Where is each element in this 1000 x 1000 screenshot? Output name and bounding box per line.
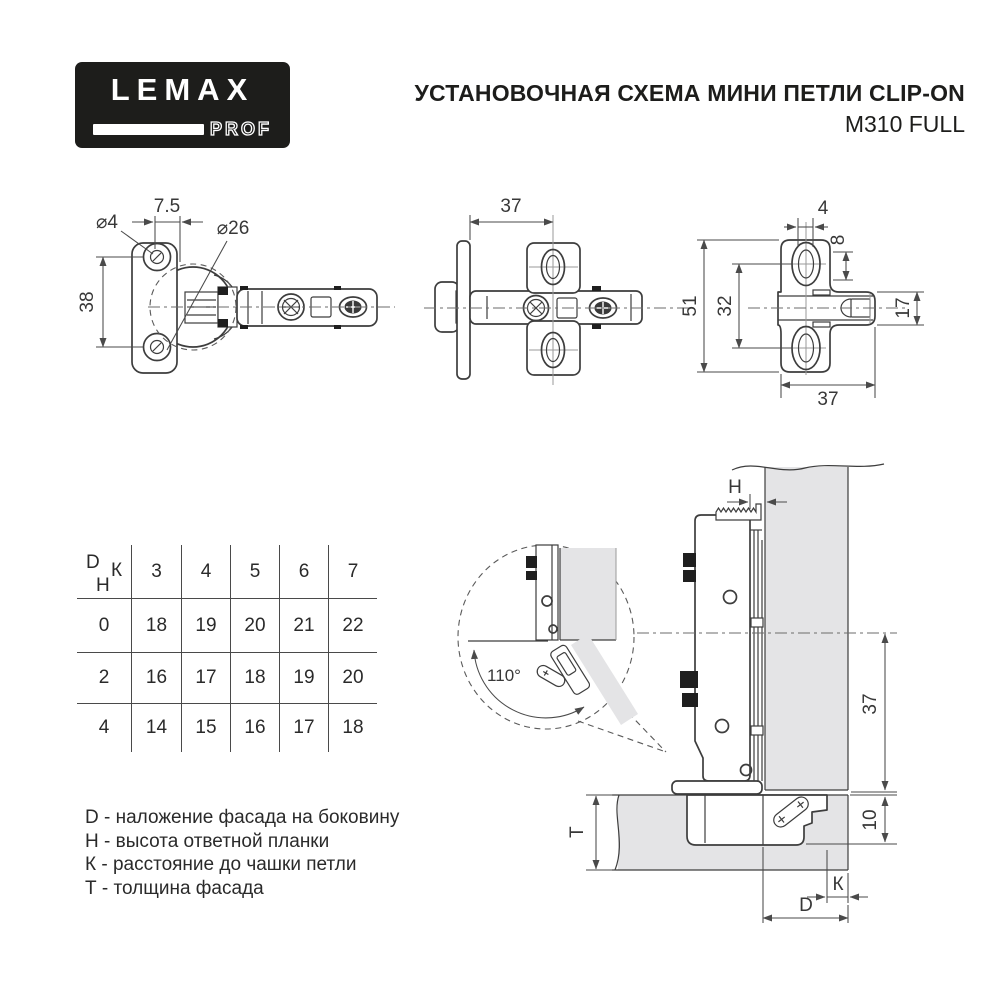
brand-logo-text: LEMAX [110,72,255,107]
page-header: УСТАНОВОЧНАЯ СХЕМА МИНИ ПЕТЛИ CLIP-ON M3… [335,80,965,138]
table-cell: 21 [279,598,328,652]
opened-door [571,634,638,725]
hinge-arm-side [694,514,751,782]
door-edge [456,240,471,380]
table-cell: 18 [328,703,377,752]
legend-item-h: H - высота ответной планки [85,830,330,852]
table-col-header: 7 [328,545,377,598]
table-cell: 18 [131,598,181,652]
table-cell: 15 [181,703,230,752]
break-line [731,463,885,471]
overlay-table: D К H 3 4 5 6 7 0 18 19 20 21 22 2 16 17… [77,545,377,752]
dim-slot-edge: 8 [828,235,849,246]
corner-label-k: К [111,560,123,581]
table-cell: 19 [181,598,230,652]
table-col-header: 6 [279,545,328,598]
logo-bar [93,123,204,135]
table-cell: 16 [230,703,279,752]
side-panel [765,467,848,790]
table-row-header: 0 [77,598,131,652]
brand-logo-subtext: PROF [209,119,272,139]
dim-cup-diameter: ⌀26 [217,218,250,239]
brand-logo: LEMAX PROF [75,62,290,148]
corner-label-d: D [86,552,100,573]
dim-d: D [799,895,813,916]
dim-t: Т [567,826,588,838]
table-cell: 14 [131,703,181,752]
table-cell: 17 [181,652,230,703]
serrated-cap [715,503,762,521]
legend-item-k: К - расстояние до чашки петли [85,854,357,875]
dim-hole-spacing: 32 [715,295,736,316]
table-cell: 17 [279,703,328,752]
page-title: УСТАНОВОЧНАЯ СХЕМА МИНИ ПЕТЛИ CLIP-ON [414,80,965,106]
dim-cup-to-edge: 10 [860,809,881,830]
table-col-header: 3 [131,545,181,598]
table-cell: 20 [230,598,279,652]
legend-item-d: D - наложение фасада на боковину [85,807,400,828]
table-row-header: 4 [77,703,131,752]
corner-label-h: H [96,575,110,596]
table-corner-cell: D К H [77,545,131,598]
drawing-front-view: 7.5 ⌀4 ⌀26 38 [77,196,395,374]
drawing-installed-side-view: H 37 10 Т К D [567,463,897,923]
break-line [614,794,620,871]
dim-cup-distance: 37 [500,196,521,217]
dim-plate-width: 37 [817,389,838,410]
legend: D - наложение фасада на боковину H - выс… [85,806,399,900]
table-cell: 18 [230,652,279,703]
table-cell: 16 [131,652,181,703]
dim-k: К [832,874,843,895]
table-cell: 20 [328,652,377,703]
dim-arm-height: 17 [893,297,914,318]
drawing-mounting-plate: 4 8 51 32 17 37 [680,198,924,410]
dim-opening-angle: 110° [487,666,521,685]
table-cell: 19 [279,652,328,703]
dim-screw-spacing: 38 [77,291,98,312]
detail-balloon-opening-angle: 110° [457,544,667,753]
table-row-header: 2 [77,652,131,703]
table-cell: 22 [328,598,377,652]
dim-h: H [728,477,742,498]
table-col-header: 5 [230,545,279,598]
dim-axis-to-bottom: 37 [860,693,881,714]
dim-screw-diameter: ⌀4 [96,212,118,233]
page-subtitle: M310 FULL [844,111,965,137]
drawing-top-view: 37 [424,196,692,385]
dim-plate-height: 51 [680,295,701,316]
hinge-flange [671,780,763,795]
dim-slot-width: 4 [818,198,829,219]
dim-screw-offset: 7.5 [154,196,180,217]
cup-screw [773,796,809,828]
legend-item-t: Т - толщина фасада [85,877,264,899]
table-col-header: 4 [181,545,230,598]
mount-plate-outline [777,239,876,373]
